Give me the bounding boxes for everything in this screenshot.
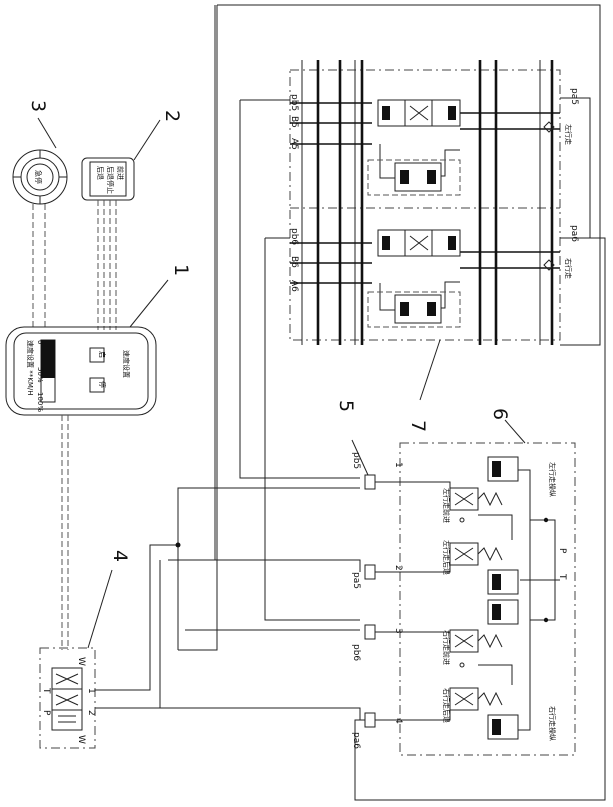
port-label-pb5: pb5 bbox=[289, 94, 299, 111]
port-label-pb6: pb6 bbox=[289, 228, 299, 245]
outlet-2: 2 bbox=[86, 710, 96, 716]
controller-panel: 0 50% 100% 速度设置 **KM/H 启 停 速度设置 bbox=[5, 326, 157, 416]
port-label-pa6: pa6 bbox=[569, 225, 579, 242]
selector-line-1: 前进 bbox=[116, 166, 125, 180]
direction-selector: 前进 后退停止 后退 bbox=[81, 157, 135, 201]
callout-2: 2 bbox=[161, 110, 183, 122]
port-t: T bbox=[41, 687, 51, 694]
pilot-label-2: 左行走后退 bbox=[442, 540, 451, 575]
solenoid-valve: W W T P 1 2 bbox=[39, 647, 96, 749]
main-valve-block: pb5 B5 A5 pb6 B6 A6 pa5 pa6 左行走 右行走 bbox=[289, 60, 579, 345]
port-box-3 bbox=[364, 624, 376, 640]
callout-3: 3 bbox=[27, 100, 49, 112]
panel-frame bbox=[5, 326, 157, 416]
port-box-4 bbox=[364, 712, 376, 728]
pilot-valve-4 bbox=[449, 687, 519, 740]
pilot-id-3: 3 bbox=[393, 628, 403, 634]
pilot-valve-2 bbox=[449, 542, 519, 595]
pilot-id-4: 4 bbox=[393, 718, 403, 724]
port-label-b6: B6 bbox=[289, 256, 299, 268]
main-valve-frame bbox=[289, 69, 561, 341]
pilot-frame bbox=[399, 442, 576, 756]
return-line-top bbox=[217, 4, 601, 346]
port-label-pa5: pa5 bbox=[569, 88, 579, 105]
pilot-valve-group: P T 左行走操纵 右行走操纵 左行走前进 左行走后退 右行走前进 右行走后退 … bbox=[393, 442, 576, 756]
speed-gauge-fill bbox=[41, 340, 55, 378]
label-left-travel: 左行走 bbox=[564, 124, 573, 145]
pilot-line-pb5 bbox=[239, 100, 360, 479]
port-label-valve-4: pa6 bbox=[351, 732, 361, 749]
pilot-port-t: T bbox=[557, 573, 567, 580]
speed-caption: 速度设置 **KM/H bbox=[26, 340, 35, 395]
callout-4: 4 bbox=[109, 550, 131, 562]
main-spool-upper bbox=[377, 99, 461, 127]
solenoid-coil-b: W bbox=[76, 735, 86, 744]
pilot-port-p: P bbox=[557, 548, 567, 554]
pilot-valve-3 bbox=[449, 599, 519, 653]
pilot-title-top: 左行走操纵 bbox=[548, 462, 557, 497]
pilot-line-pb6 bbox=[264, 238, 360, 621]
port-p: P bbox=[41, 710, 51, 716]
pilot-ports: pb5 pa5 pb6 pa6 bbox=[351, 452, 451, 749]
port-label-valve-2: pa5 bbox=[351, 572, 361, 589]
label-right-travel: 右行走 bbox=[564, 258, 573, 279]
pilot-valve-1 bbox=[449, 456, 519, 511]
panel-title: 速度设置 bbox=[122, 350, 131, 378]
pilot-title-bottom: 右行走操纵 bbox=[548, 706, 557, 741]
speed-scale-50: 50% bbox=[36, 367, 44, 383]
callout-6: 6 bbox=[489, 408, 511, 420]
selector-line-2: 后退停止 bbox=[106, 166, 115, 194]
pilot-id-1: 1 bbox=[393, 462, 403, 468]
solenoid-frame bbox=[39, 647, 96, 749]
estop-label: 急停 bbox=[34, 170, 43, 184]
panel-button-start bbox=[89, 347, 105, 363]
callout-1: 1 bbox=[170, 264, 192, 276]
solenoid-body bbox=[51, 667, 83, 731]
panel-button-start-label: 启 bbox=[98, 351, 107, 358]
panel-button-stop bbox=[89, 377, 105, 393]
outlet-1: 1 bbox=[86, 688, 96, 694]
speed-scale-0: 0 bbox=[36, 340, 44, 344]
port-label-a6: A6 bbox=[289, 280, 299, 292]
pilot-label-4: 右行走后退 bbox=[442, 688, 451, 723]
selector-frame bbox=[81, 157, 135, 201]
pilot-label-3: 右行走前进 bbox=[442, 630, 451, 665]
pilot-id-2: 2 bbox=[393, 565, 403, 571]
port-box-2 bbox=[364, 564, 376, 580]
emergency-stop: 急停 bbox=[12, 149, 68, 205]
solenoid-coil-a: W bbox=[76, 657, 86, 666]
selector-line-3: 后退 bbox=[96, 166, 105, 180]
port-label-valve-1: pb5 bbox=[351, 452, 361, 469]
port-label-b5: B5 bbox=[289, 116, 299, 128]
callout-5: 5 bbox=[335, 400, 357, 412]
pilot-line-1 bbox=[95, 487, 360, 691]
pilot-label-1: 左行走前进 bbox=[442, 488, 451, 523]
port-label-a5: A5 bbox=[289, 138, 299, 150]
panel-button-stop-label: 停 bbox=[98, 381, 107, 388]
port-box-1 bbox=[364, 474, 376, 490]
callout-7: 7 bbox=[407, 420, 429, 432]
port-label-valve-3: pb6 bbox=[351, 644, 361, 661]
speed-scale-100: 100% bbox=[36, 392, 44, 412]
